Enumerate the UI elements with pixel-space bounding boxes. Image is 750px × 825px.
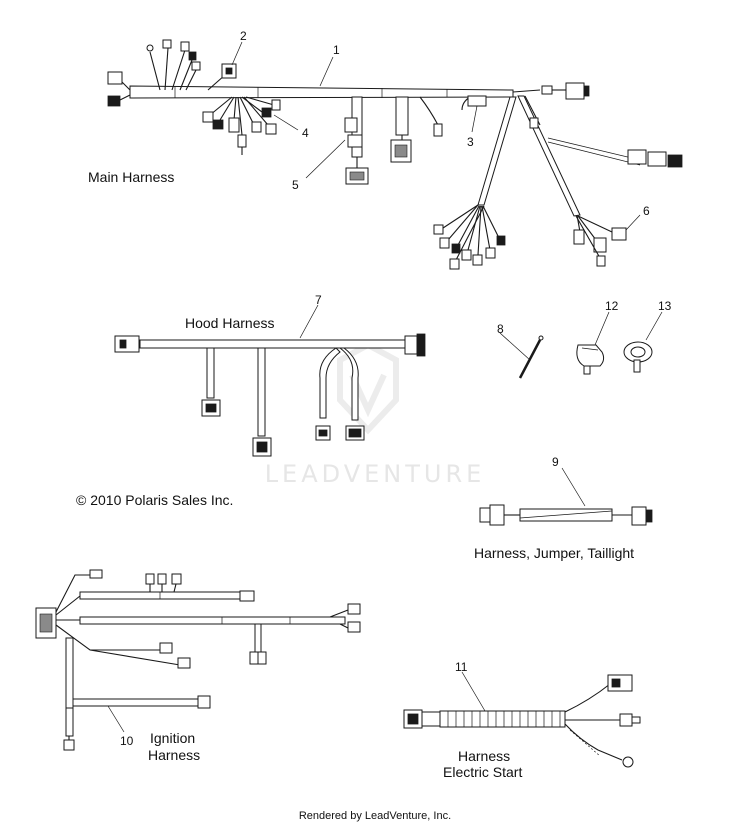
- callout-6: 6: [643, 204, 650, 218]
- watermark-text: LEADVENTURE: [265, 460, 486, 488]
- callout-9: 9: [552, 455, 559, 469]
- callouts-main: 1 2 3 4 5 6: [231, 29, 650, 231]
- electric-label-1: Harness: [458, 748, 510, 764]
- electric-start-harness: [403, 674, 641, 768]
- callout-3: 3: [467, 135, 474, 149]
- hood-harness-label: Hood Harness: [185, 315, 275, 331]
- callout-4: 4: [302, 126, 309, 140]
- callout-10: 10: [120, 734, 134, 748]
- watermark: LEADVENTURE: [265, 341, 486, 488]
- ignition-label-1: Ignition: [150, 730, 195, 746]
- main-harness-label: Main Harness: [88, 169, 174, 185]
- small-parts: 8 12 13: [497, 299, 672, 379]
- callout-12: 12: [605, 299, 619, 313]
- ignition-label-2: Harness: [148, 747, 200, 763]
- callout-1: 1: [333, 43, 340, 57]
- footer-credit: Rendered by LeadVenture, Inc.: [299, 810, 451, 822]
- callout-8: 8: [497, 322, 504, 336]
- copyright-text: © 2010 Polaris Sales Inc.: [76, 492, 233, 508]
- hood-harness: [114, 333, 426, 457]
- main-harness: [107, 39, 683, 270]
- cable-tie-icon: [518, 339, 542, 379]
- callout-7: 7: [315, 293, 322, 307]
- ignition-harness: [35, 569, 361, 751]
- connector-3-icon: [467, 95, 487, 107]
- connector-6-icon: [611, 227, 627, 241]
- callout-2: 2: [240, 29, 247, 43]
- callout-11: 11: [455, 660, 468, 674]
- connector-icon: [107, 71, 123, 85]
- conduit-ribs: [447, 711, 561, 727]
- electric-label-2: Electric Start: [443, 764, 522, 780]
- clip-12-icon: [576, 344, 605, 367]
- connector-icon: [107, 95, 121, 107]
- callout-13: 13: [658, 299, 672, 313]
- callout-5: 5: [292, 178, 299, 192]
- jumper-harness-label: Harness, Jumper, Taillight: [474, 545, 634, 561]
- jumper-taillight-harness: [479, 504, 653, 526]
